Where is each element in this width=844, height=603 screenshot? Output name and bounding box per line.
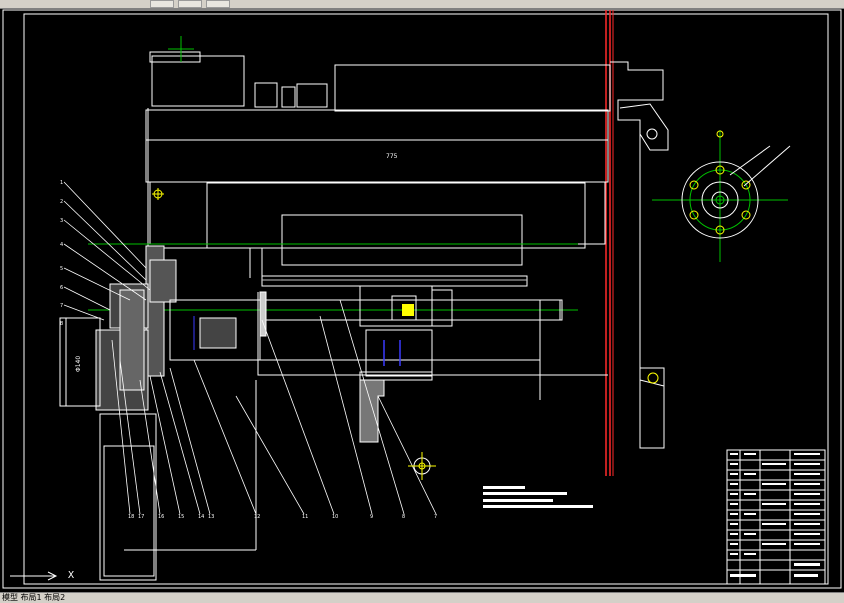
callout-number: 1 bbox=[60, 180, 63, 186]
callout-number: 16 bbox=[158, 514, 164, 520]
callout-number: 4 bbox=[60, 242, 63, 248]
toolbar-button[interactable] bbox=[150, 0, 174, 8]
callout-numbers-bottom: 18 17 16 15 14 13 12 11 10 9 8 7 bbox=[128, 514, 437, 520]
callout-number: 17 bbox=[138, 514, 144, 520]
callout-number: 13 bbox=[208, 514, 214, 520]
shaft-assembly bbox=[257, 275, 608, 443]
flange-end-view bbox=[681, 130, 791, 239]
toolbar-button[interactable] bbox=[178, 0, 202, 8]
callout-number: 15 bbox=[178, 514, 184, 520]
callout-number: 9 bbox=[370, 514, 373, 520]
cad-drawing: Φ140 775 18 17 16 15 14 13 12 11 bbox=[2, 9, 842, 589]
callout-number: 2 bbox=[60, 199, 63, 205]
callout-number: 12 bbox=[254, 514, 260, 520]
yellow-markers bbox=[152, 188, 436, 480]
callout-number: 10 bbox=[332, 514, 338, 520]
callout-number: 14 bbox=[198, 514, 204, 520]
toolbar-button[interactable] bbox=[206, 0, 230, 8]
ucs-icon bbox=[10, 571, 58, 581]
leader-lines-left bbox=[63, 181, 151, 321]
main-housing bbox=[145, 51, 669, 449]
callout-number: 7 bbox=[60, 303, 63, 309]
callout-number: 18 bbox=[128, 514, 134, 520]
left-dim-text: Φ140 bbox=[75, 356, 82, 372]
callout-number: 3 bbox=[60, 218, 63, 224]
drawing-canvas[interactable]: Φ140 775 18 17 16 15 14 13 12 11 bbox=[0, 9, 844, 591]
callout-number: 8 bbox=[60, 321, 63, 327]
inner-frame bbox=[23, 13, 829, 585]
callout-number: 8 bbox=[402, 514, 405, 520]
ucs-x-label: X bbox=[68, 570, 75, 581]
callout-number: 11 bbox=[302, 514, 308, 520]
technical-notes bbox=[483, 486, 593, 508]
centerlines bbox=[88, 36, 788, 311]
left-dimension: Φ140 bbox=[65, 318, 82, 406]
callout-number: 6 bbox=[60, 285, 63, 291]
bearing-section bbox=[59, 245, 267, 581]
callout-number: 7 bbox=[434, 514, 437, 520]
top-toolbar bbox=[0, 0, 844, 9]
main-dimension: 775 bbox=[386, 153, 398, 160]
title-block bbox=[726, 449, 826, 585]
leader-lines-bottom bbox=[111, 299, 437, 515]
callout-numbers-left: 1 2 3 4 5 6 7 8 bbox=[60, 180, 63, 327]
status-bar: 模型 布局1 布局2 bbox=[0, 592, 844, 603]
callout-number: 5 bbox=[60, 266, 63, 272]
layout-tabs[interactable]: 模型 布局1 布局2 bbox=[2, 593, 66, 602]
outer-frame bbox=[2, 9, 842, 589]
